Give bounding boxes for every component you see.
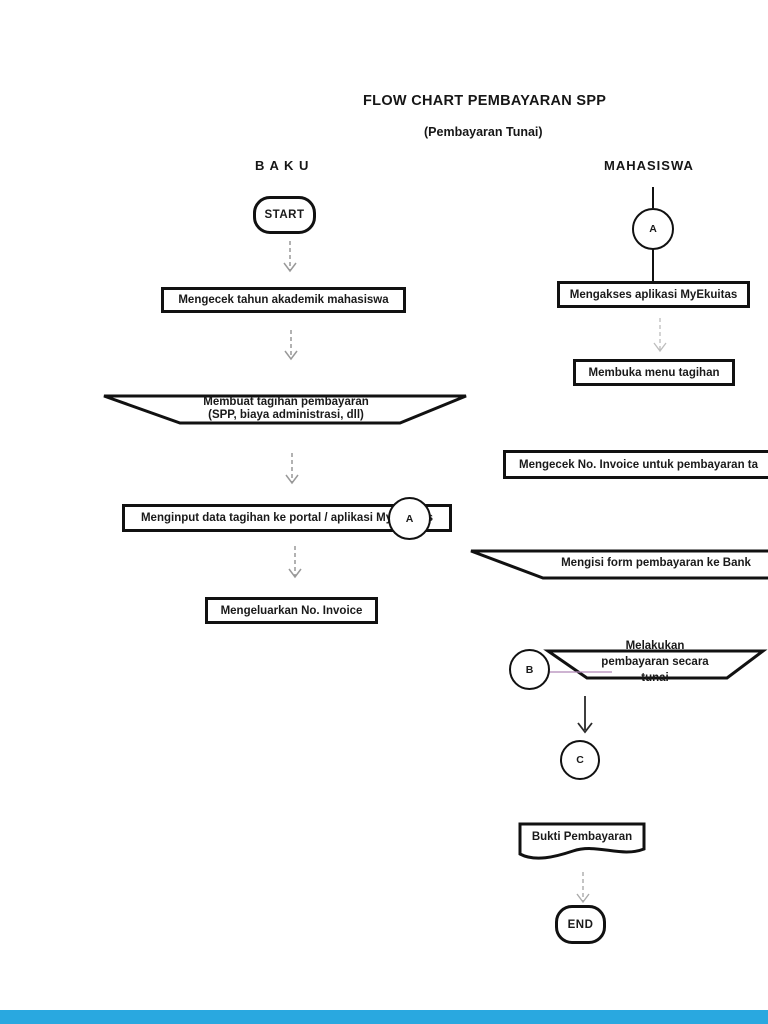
start-node: START [253, 196, 316, 234]
connector-b: B [509, 649, 550, 690]
arrow-pay-cash-to-connector-c [577, 696, 593, 734]
lane-header-baku: B A K U [255, 158, 310, 173]
create-bill-label: Membuat tagihan pembayaran (SPP, biaya a… [203, 396, 369, 421]
create-bill-manual-shape [103, 394, 467, 425]
fill-form-manual-shape [470, 549, 768, 580]
pay-cash-label: Melakukan pembayaran secara tunai [601, 640, 709, 684]
issue-invoice-label: Mengeluarkan No. Invoice [220, 604, 363, 617]
open-menu-label: Membuka menu tagihan [588, 366, 720, 379]
page-footer-bar [0, 1010, 768, 1024]
start-label: START [264, 209, 305, 221]
check-invoice-label: Mengecek No. Invoice untuk pembayaran ta [519, 458, 759, 471]
arrow-create-bill-to-input-bill [285, 453, 299, 485]
connector-a-right: A [632, 208, 674, 250]
receipt-label: Bukti Pembayaran [531, 831, 633, 843]
input-bill-label: Menginput data tagihan ke portal / aplik… [140, 512, 434, 524]
connector-a-left: A [388, 497, 431, 540]
check-year-label: Mengecek tahun akademik mahasiswa [178, 294, 389, 306]
check-year-box: Mengecek tahun akademik mahasiswa [161, 287, 406, 313]
lane-header-mahasiswa: MAHASISWA [604, 158, 694, 173]
page-subtitle: (Pembayaran Tunai) [424, 125, 543, 139]
check-invoice-box: Mengecek No. Invoice untuk pembayaran ta [503, 450, 768, 479]
receipt-document-shape [518, 822, 646, 860]
access-app-label: Mengakses aplikasi MyEkuitas [569, 288, 738, 301]
arrow-receipt-to-end [576, 872, 590, 904]
end-node: END [555, 905, 606, 944]
connector-c: C [560, 740, 600, 780]
page-title: FLOW CHART PEMBAYARAN SPP [363, 93, 607, 109]
access-app-box: Mengakses aplikasi MyEkuitas [557, 281, 750, 308]
arrow-start-to-check-year [283, 241, 297, 273]
arrow-input-bill-to-issue-invoice [288, 546, 302, 579]
end-label: END [567, 918, 594, 931]
open-menu-box: Membuka menu tagihan [573, 359, 735, 386]
pay-cash-manual-shape [543, 649, 768, 680]
issue-invoice-box: Mengeluarkan No. Invoice [205, 597, 378, 624]
arrow-check-year-to-create-bill [284, 330, 298, 361]
fill-form-label: Mengisi form pembayaran ke Bank [561, 557, 751, 569]
arrow-access-app-to-open-menu [653, 318, 667, 353]
